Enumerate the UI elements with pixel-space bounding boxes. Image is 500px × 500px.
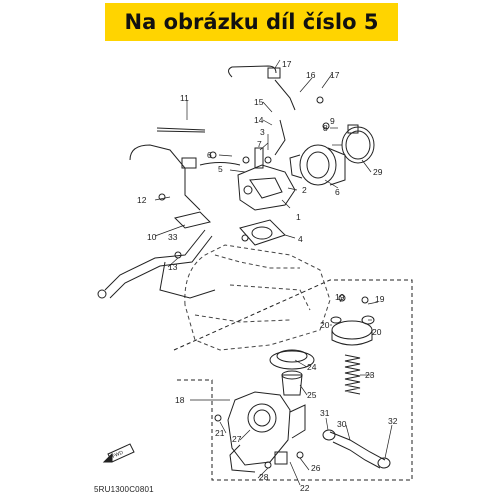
callout-23: 23 xyxy=(365,370,375,380)
callout-6b: 6 xyxy=(335,187,340,197)
callout-24: 24 xyxy=(307,362,317,372)
breather-hose xyxy=(97,211,216,299)
callout-17a: 17 xyxy=(282,59,292,69)
callout-22: 22 xyxy=(300,483,310,493)
banner-title: Na obrázku díl číslo 5 xyxy=(124,10,379,34)
wire-harness xyxy=(156,127,206,133)
callout-20a: 20 xyxy=(320,320,330,330)
callout-8: 8 xyxy=(323,123,328,133)
callout-9: 9 xyxy=(330,116,335,126)
vent-hose xyxy=(228,65,296,111)
leader-lines xyxy=(154,59,393,486)
title-banner: Na obrázku díl číslo 5 xyxy=(105,3,398,41)
callout-14: 14 xyxy=(254,115,264,125)
callout-6a: 6 xyxy=(207,150,212,160)
carburetor-cover xyxy=(330,315,375,346)
callout-31: 31 xyxy=(320,408,330,418)
callout-30: 30 xyxy=(337,419,347,429)
hose-clamp xyxy=(341,124,375,164)
callout-32: 32 xyxy=(388,416,398,426)
carburetor xyxy=(227,391,306,473)
callout-19a: 19 xyxy=(335,292,345,302)
callout-29: 29 xyxy=(373,167,383,177)
fwd-label: FWD xyxy=(111,450,124,460)
callout-5: 5 xyxy=(218,164,223,174)
callout-18: 18 xyxy=(175,395,185,405)
intake-manifold xyxy=(237,119,296,211)
callout-2: 2 xyxy=(302,185,307,195)
callout-15: 15 xyxy=(254,97,264,107)
callout-21: 21 xyxy=(215,428,225,438)
carburetor-detail-box xyxy=(173,279,413,481)
diagram-code: 5RU1300C0801 xyxy=(94,485,154,494)
callout-17b: 17 xyxy=(330,70,340,80)
callout-12: 12 xyxy=(137,195,147,205)
callout-27: 27 xyxy=(232,434,242,444)
callout-11: 11 xyxy=(180,93,189,103)
drain-hose xyxy=(322,429,391,469)
throttle-body-upper xyxy=(289,144,346,186)
callout-labels: 1 2 3 4 5 6 6 7 8 9 10 11 12 13 14 15 16… xyxy=(137,59,398,493)
fwd-arrow-icon xyxy=(102,443,135,463)
callout-3: 3 xyxy=(260,127,265,137)
callout-28: 28 xyxy=(259,472,269,482)
callout-25: 25 xyxy=(307,390,317,400)
callout-20b: 20 xyxy=(372,327,382,337)
callout-1: 1 xyxy=(296,212,301,222)
callout-33: 33 xyxy=(168,232,178,242)
sensor-wiring xyxy=(129,144,241,211)
spring xyxy=(344,354,361,395)
callout-7: 7 xyxy=(257,139,262,149)
callout-19b: 19 xyxy=(375,294,385,304)
callout-4: 4 xyxy=(298,234,303,244)
callout-16: 16 xyxy=(306,70,316,80)
engine-block-outline xyxy=(184,244,331,351)
callout-26: 26 xyxy=(311,463,321,473)
diaphragm xyxy=(269,349,315,396)
callout-10: 10 xyxy=(147,232,157,242)
callout-13: 13 xyxy=(168,262,178,272)
gasket xyxy=(239,219,286,246)
